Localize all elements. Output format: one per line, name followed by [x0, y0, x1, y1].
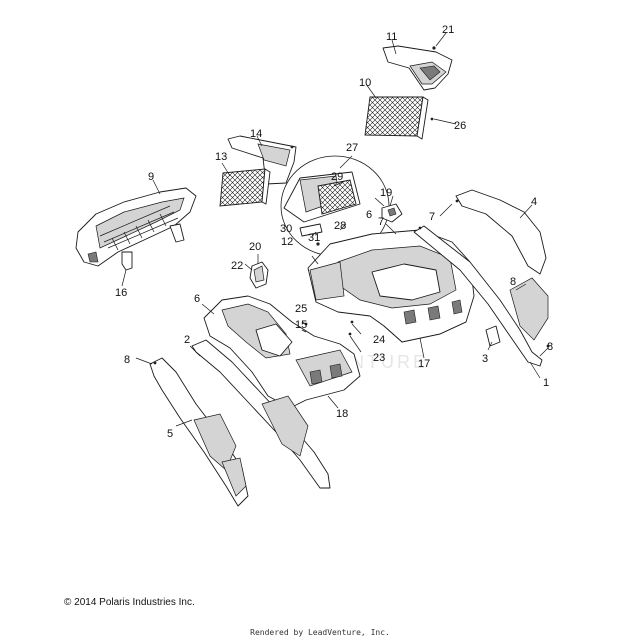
callout-17: 17 [418, 358, 430, 370]
callout-2: 2 [184, 334, 190, 346]
part-18-front-tub [203, 295, 361, 409]
callout-1: 1 [543, 377, 549, 389]
callout-13: 13 [215, 151, 227, 163]
part-14-bracket [227, 135, 297, 185]
part-9-dash-assembly [75, 187, 197, 271]
copyright-notice: © 2014 Polaris Industries Inc. [64, 597, 195, 608]
callout-16: 16 [115, 287, 127, 299]
part-5-left-side-panel [149, 357, 249, 507]
callout-21: 21 [442, 24, 454, 36]
callout-29: 29 [331, 171, 343, 183]
callout-9: 9 [148, 171, 154, 183]
part-2-left-rail [191, 339, 331, 489]
callout-19: 19 [380, 187, 392, 199]
part-27-tray-group [280, 155, 390, 257]
callout-15: 15 [295, 319, 307, 331]
callout-30: 30 [280, 223, 292, 235]
callout-20: 20 [249, 241, 261, 253]
callout-8-left: 8 [124, 354, 130, 366]
callout-11: 11 [386, 31, 397, 43]
callout-27: 27 [346, 142, 358, 154]
callout-8-lower-right: 8 [547, 341, 553, 353]
callout-4: 4 [531, 196, 537, 208]
callout-22: 22 [231, 260, 243, 272]
callout-12: 12 [281, 236, 293, 248]
callout-25: 25 [295, 303, 307, 315]
callout-24: 24 [373, 334, 385, 346]
callout-31: 31 [308, 232, 320, 244]
callout-5: 5 [167, 428, 173, 440]
part-10-mesh-panel [364, 96, 429, 140]
part-19-bracket [381, 203, 403, 223]
callout-10: 10 [359, 77, 371, 89]
callout-labels: 1 2 3 4 5 6 6 7 7 8 8 8 9 10 11 12 13 14… [115, 24, 553, 440]
part-13-mesh-panel [219, 168, 271, 207]
callout-23: 23 [373, 352, 385, 364]
callout-18: 18 [336, 408, 348, 420]
part-4-right-side-panel [413, 189, 549, 367]
callout-7-right: 7 [429, 211, 435, 223]
callout-26: 26 [454, 120, 466, 132]
callout-28: 28 [334, 220, 346, 232]
part-17-rear-tub [307, 229, 475, 343]
part-11-cover [382, 45, 453, 91]
callout-8-right: 8 [510, 276, 516, 288]
leader-lines [121, 32, 549, 427]
callout-6-front: 6 [194, 293, 200, 305]
callout-6-rear: 6 [366, 209, 372, 221]
rendered-by-credit: Rendered by LeadVenture, Inc. [250, 628, 390, 637]
callout-14: 14 [250, 128, 262, 140]
callout-7-center: 7 [378, 216, 384, 228]
fasteners [153, 46, 550, 365]
callout-3: 3 [482, 353, 488, 365]
part-22-bracket [249, 261, 269, 289]
